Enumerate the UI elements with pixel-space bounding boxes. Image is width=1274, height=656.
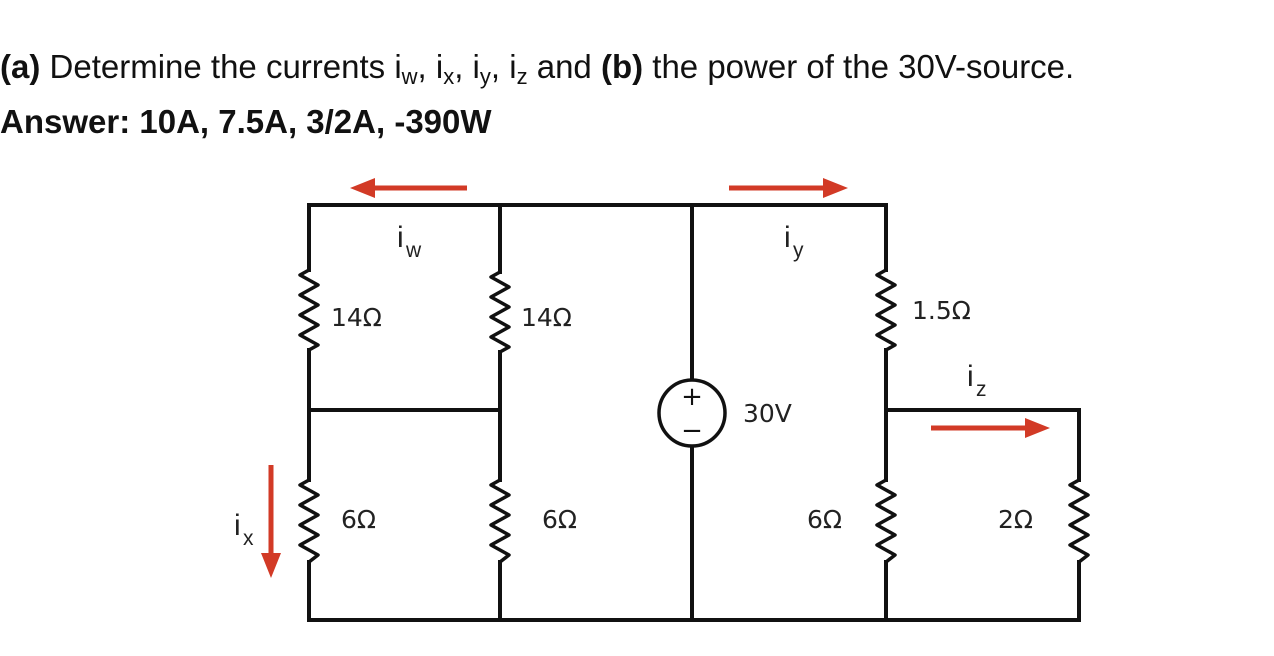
arrow-head: [350, 178, 375, 198]
part-b-label: (b): [600, 48, 644, 85]
arrow-iy: [729, 178, 848, 198]
part-a-label: (a): [0, 48, 41, 85]
current-sub-x: x: [243, 527, 254, 550]
current-sub-y: y: [793, 239, 804, 262]
voltage-source: + −: [657, 378, 727, 448]
arrow-iw: [350, 178, 467, 198]
label-r7: 2Ω: [998, 505, 1033, 534]
current-label-x: i: [234, 509, 241, 542]
current-label-w: i: [397, 221, 404, 254]
sub-w: w: [401, 64, 418, 89]
part-a-text: Determine the currents i: [49, 48, 402, 85]
answer-text: Answer: 10A, 7.5A, 3/2A, -390W: [0, 103, 492, 140]
part-a-text-end: and: [527, 48, 601, 85]
current-sub-z: z: [976, 378, 987, 401]
source-plus: +: [681, 382, 703, 412]
current-sub-w: w: [405, 239, 422, 262]
arrow-head: [1025, 418, 1050, 438]
wires: [307, 203, 1081, 622]
resistor-14-middle: [489, 270, 511, 354]
resistor-2: [1068, 478, 1090, 564]
current-label-z: i: [967, 360, 974, 393]
current-label-y: i: [784, 221, 791, 254]
label-r2: 14Ω: [521, 303, 572, 332]
question-text: (a) Determine the currents iw, ix, iy, i…: [0, 48, 1075, 88]
source-label: 30V: [743, 399, 792, 428]
sub-y: y: [479, 64, 491, 89]
label-r6: 6Ω: [807, 505, 842, 534]
part-b-text: the power of the 30V-source.: [643, 48, 1075, 85]
arrow-head: [823, 178, 848, 198]
resistor-1-5: [875, 268, 897, 352]
arrow-iz: [931, 418, 1050, 438]
resistor-6-left: [298, 478, 320, 564]
arrow-head: [261, 553, 281, 578]
resistor-6-middle: [489, 478, 511, 564]
label-r5: 6Ω: [542, 505, 577, 534]
source-minus: −: [681, 416, 703, 446]
arrow-ix: [261, 465, 281, 578]
separator: , i: [454, 48, 480, 85]
sub-z: z: [516, 64, 528, 89]
separator: , i: [490, 48, 517, 85]
source-circle: [657, 378, 727, 448]
label-r1: 14Ω: [331, 303, 382, 332]
separator: , i: [417, 48, 444, 85]
label-r3: 1.5Ω: [912, 296, 971, 325]
resistor-6-right: [875, 478, 897, 564]
sub-x: x: [443, 64, 455, 89]
resistor-14-left: [298, 268, 320, 352]
label-r4: 6Ω: [341, 505, 376, 534]
